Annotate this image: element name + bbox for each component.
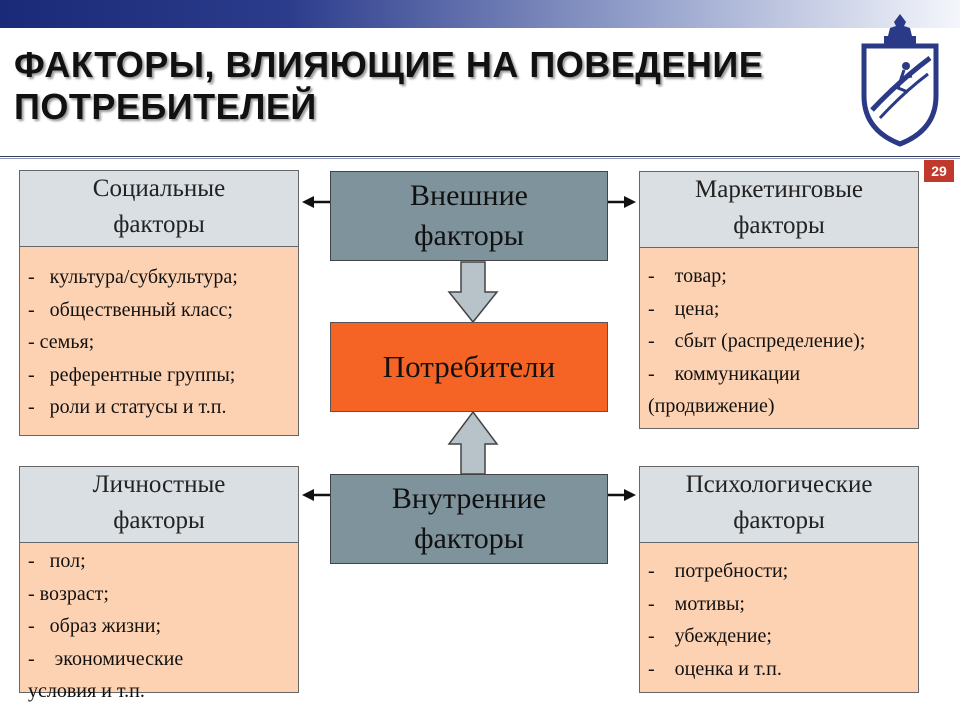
personal-factors-list: - пол; - возраст; - образ жизни; - эконо… <box>20 543 298 708</box>
list-item: - роли и статусы и т.п. <box>28 396 227 418</box>
arrow-internal-to-consumers <box>447 410 499 475</box>
list-item: - сбыт (распределение); <box>648 330 866 352</box>
list-item: - цена; <box>648 297 720 320</box>
external-factors-box: Внешние факторы <box>330 171 608 261</box>
consumers-box: Потребители <box>330 322 608 412</box>
list-item: - культура/субкультура; <box>28 266 238 288</box>
consumers-label: Потребители <box>382 349 556 384</box>
external-factors-label: Внешние факторы <box>410 179 528 252</box>
list-item: - семья; <box>28 331 95 353</box>
page-number-badge: 29 <box>924 160 954 182</box>
list-item: - коммуникации (продвижение) <box>648 362 801 418</box>
social-factors-box: Социальные факторы - культура/субкультур… <box>19 170 299 436</box>
list-item: - возраст; <box>28 582 109 605</box>
list-item: - товар; <box>648 265 727 287</box>
internal-factors-box: Внутренние факторы <box>330 474 608 564</box>
list-item: - общественный класс; <box>28 298 233 321</box>
social-factors-title: Социальные факторы <box>20 171 298 247</box>
personal-factors-title: Личностные факторы <box>20 467 298 543</box>
internal-factors-label: Внутренние факторы <box>391 482 547 555</box>
psychological-factors-title: Психологические факторы <box>640 467 918 543</box>
marketing-factors-list: - товар; - цена; - сбыт (распределение);… <box>640 248 918 423</box>
psychological-factors-box: Психологические факторы - потребности; -… <box>639 466 919 693</box>
marketing-factors-box: Маркетинговые факторы - товар; - цена; -… <box>639 171 919 429</box>
list-item: - референтные группы; <box>28 363 236 386</box>
psychological-factors-list: - потребности; - мотивы; - убеждение; - … <box>640 543 918 685</box>
list-item: - мотивы; <box>648 592 745 615</box>
university-emblem-icon <box>861 14 939 147</box>
list-item: - оценка и т.п. <box>648 657 782 680</box>
list-item: - потребности; <box>648 560 789 582</box>
personal-factors-box: Личностные факторы - пол; - возраст; - о… <box>19 466 299 702</box>
header-gradient-bar <box>0 0 960 28</box>
header-divider-secondary <box>0 158 960 159</box>
list-item: - образ жизни; <box>28 615 162 637</box>
header-divider <box>0 156 960 157</box>
list-item: - экономические условия и т.п. <box>28 647 184 703</box>
slide-title: ФАКТОРЫ, ВЛИЯЮЩИЕ НА ПОВЕДЕНИЕ ПОТРЕБИТЕ… <box>14 44 764 127</box>
list-item: - убеждение; <box>648 625 772 647</box>
social-factors-list: - культура/субкультура; - общественный к… <box>20 247 298 424</box>
list-item: - пол; <box>28 550 86 572</box>
marketing-factors-title: Маркетинговые факторы <box>640 172 918 248</box>
arrow-external-to-consumers <box>447 261 499 324</box>
